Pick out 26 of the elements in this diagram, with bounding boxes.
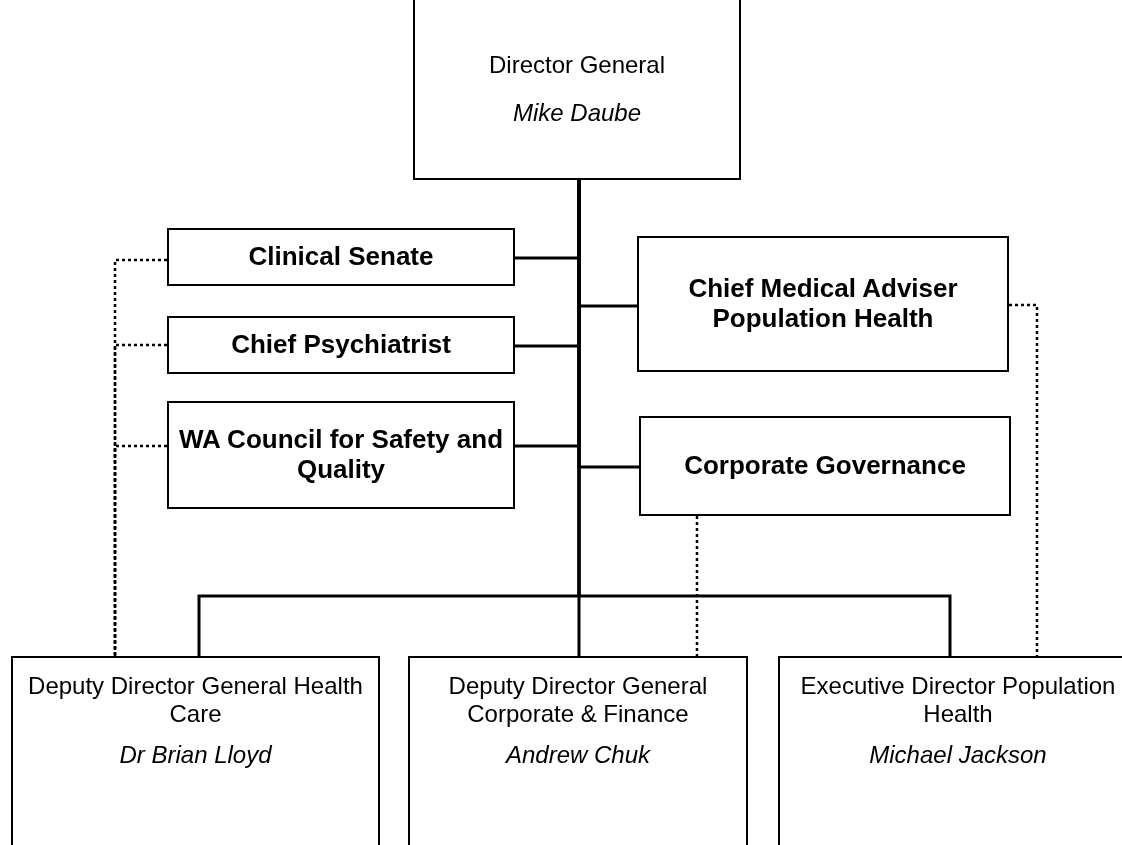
dotted-connector: [113, 343, 167, 656]
org-box: [639, 416, 1011, 516]
org-box: [167, 228, 515, 286]
person-name: Andrew Chuk: [505, 741, 651, 769]
person-name: Dr Brian Lloyd: [119, 741, 272, 769]
position-title: Director General: [488, 51, 666, 79]
org-box: [167, 316, 515, 374]
person-name: Michael Jackson: [869, 741, 1047, 769]
unit-title: WA Council for Safety and Quality: [177, 425, 505, 485]
org-box: [637, 236, 1009, 372]
unit-title: Clinical Senate: [248, 242, 434, 272]
dotted-connector: [695, 516, 699, 656]
unit-title: Corporate Governance: [684, 451, 966, 481]
org-box: [413, 0, 741, 180]
unit-title: Chief Medical Adviser Population Health: [687, 274, 959, 334]
org-box: [778, 656, 1122, 845]
position-title: Executive Director Population Health: [799, 672, 1117, 728]
position-title: Deputy Director General Corporate & Finance: [447, 672, 709, 728]
org-box: [408, 656, 748, 845]
dotted-connector: [1009, 303, 1039, 656]
position-title: Deputy Director General Health Care: [27, 672, 364, 728]
person-name: Mike Daube: [512, 99, 642, 127]
org-box: [11, 656, 380, 845]
dotted-connector: [113, 444, 167, 656]
org-box: [167, 401, 515, 509]
unit-title: Chief Psychiatrist: [231, 330, 451, 360]
